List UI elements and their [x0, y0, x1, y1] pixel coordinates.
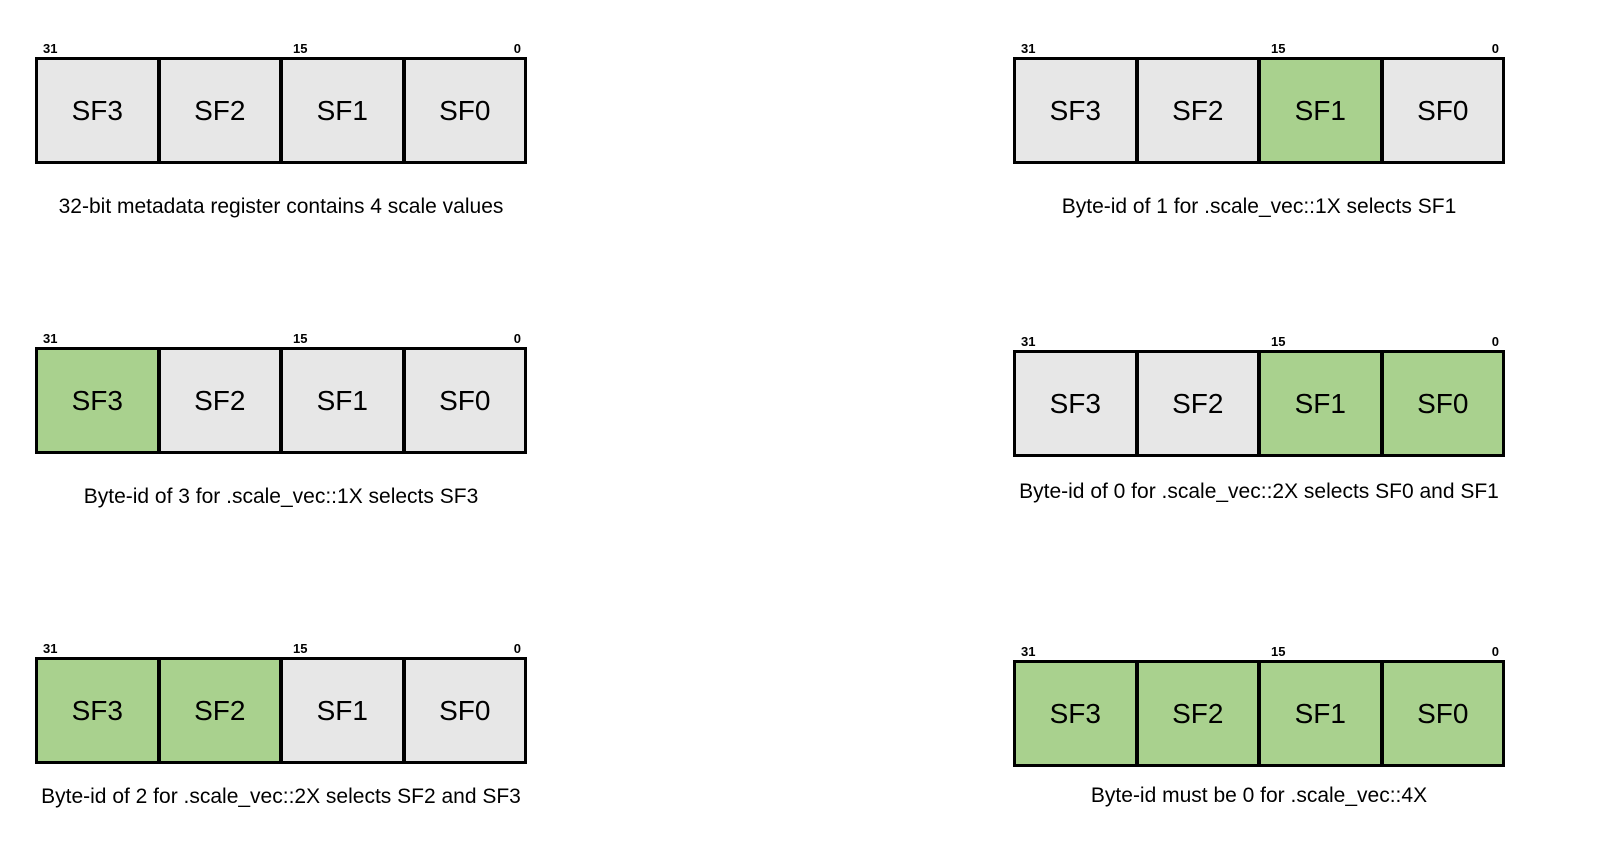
figure-byteid-0-4x: 31 15 0 SF3 SF2 SF1 SF0 Byte-id must be … [1013, 640, 1505, 809]
bit-label-15: 15 [1271, 41, 1286, 56]
field-sf2: SF2 [160, 350, 283, 451]
figure-caption: Byte-id of 1 for .scale_vec::1X selects … [1061, 195, 1457, 218]
bit-label-31: 31 [43, 641, 58, 656]
field-sf1: SF1 [1261, 663, 1384, 764]
field-sf3: SF3 [1016, 663, 1139, 764]
figure-byteid-1-1x: 31 15 0 SF3 SF2 SF1 SF0 Byte-id of 1 for… [1013, 37, 1505, 220]
field-sf0: SF0 [1383, 663, 1502, 764]
field-sf0: SF0 [1383, 60, 1502, 161]
bit-label-0: 0 [513, 331, 521, 346]
register-box: SF3 SF2 SF1 SF0 [1013, 660, 1505, 767]
figure-caption: Byte-id must be 0 for .scale_vec::4X [1090, 784, 1428, 807]
bit-scale: 31 15 0 [1013, 640, 1505, 660]
bit-scale: 31 15 0 [35, 327, 527, 347]
field-sf3: SF3 [38, 660, 161, 761]
bit-label-0: 0 [1491, 41, 1499, 56]
field-sf1: SF1 [283, 60, 406, 161]
figure-metadata-register: 31 15 0 SF3 SF2 SF1 SF0 32-bit metadata … [35, 37, 527, 220]
bit-label-15: 15 [1271, 644, 1286, 659]
bit-scale: 31 15 0 [1013, 330, 1505, 350]
register-box: SF3 SF2 SF1 SF0 [35, 347, 527, 454]
field-sf1: SF1 [1261, 353, 1384, 454]
figure-caption: Byte-id of 2 for .scale_vec::2X selects … [41, 785, 521, 808]
figure-caption: Byte-id of 3 for .scale_vec::1X selects … [83, 485, 479, 508]
bit-label-15: 15 [293, 41, 308, 56]
bit-label-0: 0 [1491, 334, 1499, 349]
register-box: SF3 SF2 SF1 SF0 [1013, 350, 1505, 457]
figure-byteid-0-2x: 31 15 0 SF3 SF2 SF1 SF0 Byte-id of 0 for… [1013, 330, 1505, 505]
field-sf2: SF2 [1138, 60, 1261, 161]
field-sf1: SF1 [1261, 60, 1384, 161]
field-sf0: SF0 [405, 60, 524, 161]
figure-caption: Byte-id of 0 for .scale_vec::2X selects … [1019, 480, 1499, 503]
figure-byteid-3-1x: 31 15 0 SF3 SF2 SF1 SF0 Byte-id of 3 for… [35, 327, 527, 510]
bit-label-0: 0 [513, 41, 521, 56]
field-sf2: SF2 [160, 660, 283, 761]
bit-label-31: 31 [1021, 644, 1036, 659]
field-sf3: SF3 [1016, 60, 1139, 161]
bit-label-15: 15 [293, 331, 308, 346]
field-sf2: SF2 [1138, 663, 1261, 764]
field-sf2: SF2 [1138, 353, 1261, 454]
field-sf1: SF1 [283, 350, 406, 451]
field-sf3: SF3 [38, 60, 161, 161]
field-sf1: SF1 [283, 660, 406, 761]
field-sf2: SF2 [160, 60, 283, 161]
register-box: SF3 SF2 SF1 SF0 [35, 57, 527, 164]
register-box: SF3 SF2 SF1 SF0 [1013, 57, 1505, 164]
field-sf0: SF0 [405, 350, 524, 451]
bit-label-0: 0 [1491, 644, 1499, 659]
field-sf0: SF0 [1383, 353, 1502, 454]
bit-scale: 31 15 0 [1013, 37, 1505, 57]
field-sf3: SF3 [38, 350, 161, 451]
bit-label-15: 15 [1271, 334, 1286, 349]
bit-label-0: 0 [513, 641, 521, 656]
bit-label-31: 31 [1021, 334, 1036, 349]
field-sf0: SF0 [405, 660, 524, 761]
register-box: SF3 SF2 SF1 SF0 [35, 657, 527, 764]
bit-label-15: 15 [293, 641, 308, 656]
figure-byteid-2-2x: 31 15 0 SF3 SF2 SF1 SF0 Byte-id of 2 for… [35, 637, 527, 810]
bit-label-31: 31 [43, 41, 58, 56]
bit-scale: 31 15 0 [35, 37, 527, 57]
bit-label-31: 31 [43, 331, 58, 346]
bit-label-31: 31 [1021, 41, 1036, 56]
figure-caption: 32-bit metadata register contains 4 scal… [58, 195, 504, 218]
field-sf3: SF3 [1016, 353, 1139, 454]
bit-scale: 31 15 0 [35, 637, 527, 657]
